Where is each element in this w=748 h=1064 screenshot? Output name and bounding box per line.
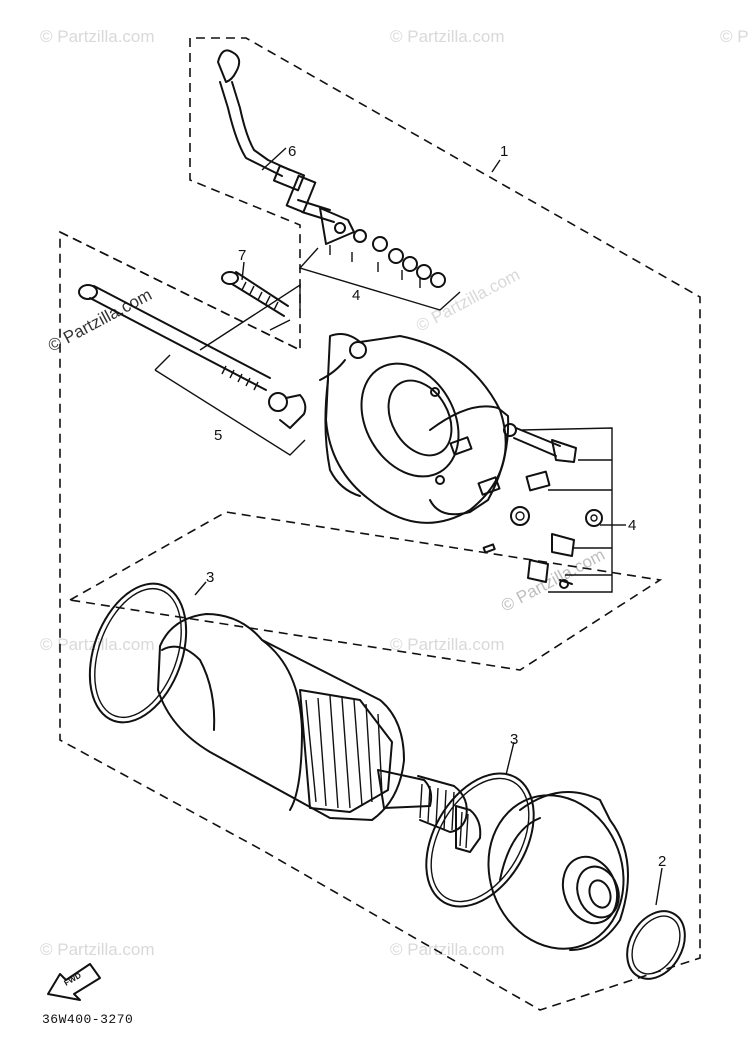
watermark: © Partzilla.com [498,545,608,616]
callout-5: 5 [214,427,222,444]
callout-3-left: 3 [206,569,214,586]
lead-wire-assembly [217,49,446,288]
callout-6: 6 [288,143,296,160]
callout-3-right: 3 [510,731,518,748]
watermark: © Partzilla.com [40,940,155,959]
watermark: © Partzilla.com [40,27,155,46]
watermark-layer: © Partzilla.com © Partzilla.com © Partzi… [40,27,748,959]
watermark: © Partzilla.com [40,635,155,654]
diagram-code: 36W400-3270 [42,1012,134,1027]
rear-cover-housing [319,333,510,524]
dashed-assembly-outlines [59,37,701,1011]
callout-4-right: 4 [628,517,636,534]
brush-set-part-4 [482,423,603,589]
callout-7: 7 [238,247,246,264]
callouts: 1 2 3 3 4 4 5 6 7 [206,143,666,870]
bracket-lines [67,245,663,671]
o-ring-part-3-right [425,772,535,908]
o-ring-part-2 [626,910,686,980]
front-cover [487,791,629,951]
watermark-dark: © Partzilla.com [45,285,155,356]
screw-part-7 [221,271,289,317]
watermark: © Partzilla.com [390,27,505,46]
fwd-arrow-icon: FWD [47,963,101,1001]
yoke-armature [157,613,482,853]
callout-1: 1 [500,143,508,160]
through-bolt-part-5 [78,284,307,429]
watermark: © Partzilla.com [720,27,748,46]
callout-4-upper: 4 [352,287,360,304]
watermark: © Partzilla.com [390,635,505,654]
o-ring-part-3-left [88,582,188,724]
callout-2: 2 [658,853,666,870]
watermark: © Partzilla.com [390,940,505,959]
